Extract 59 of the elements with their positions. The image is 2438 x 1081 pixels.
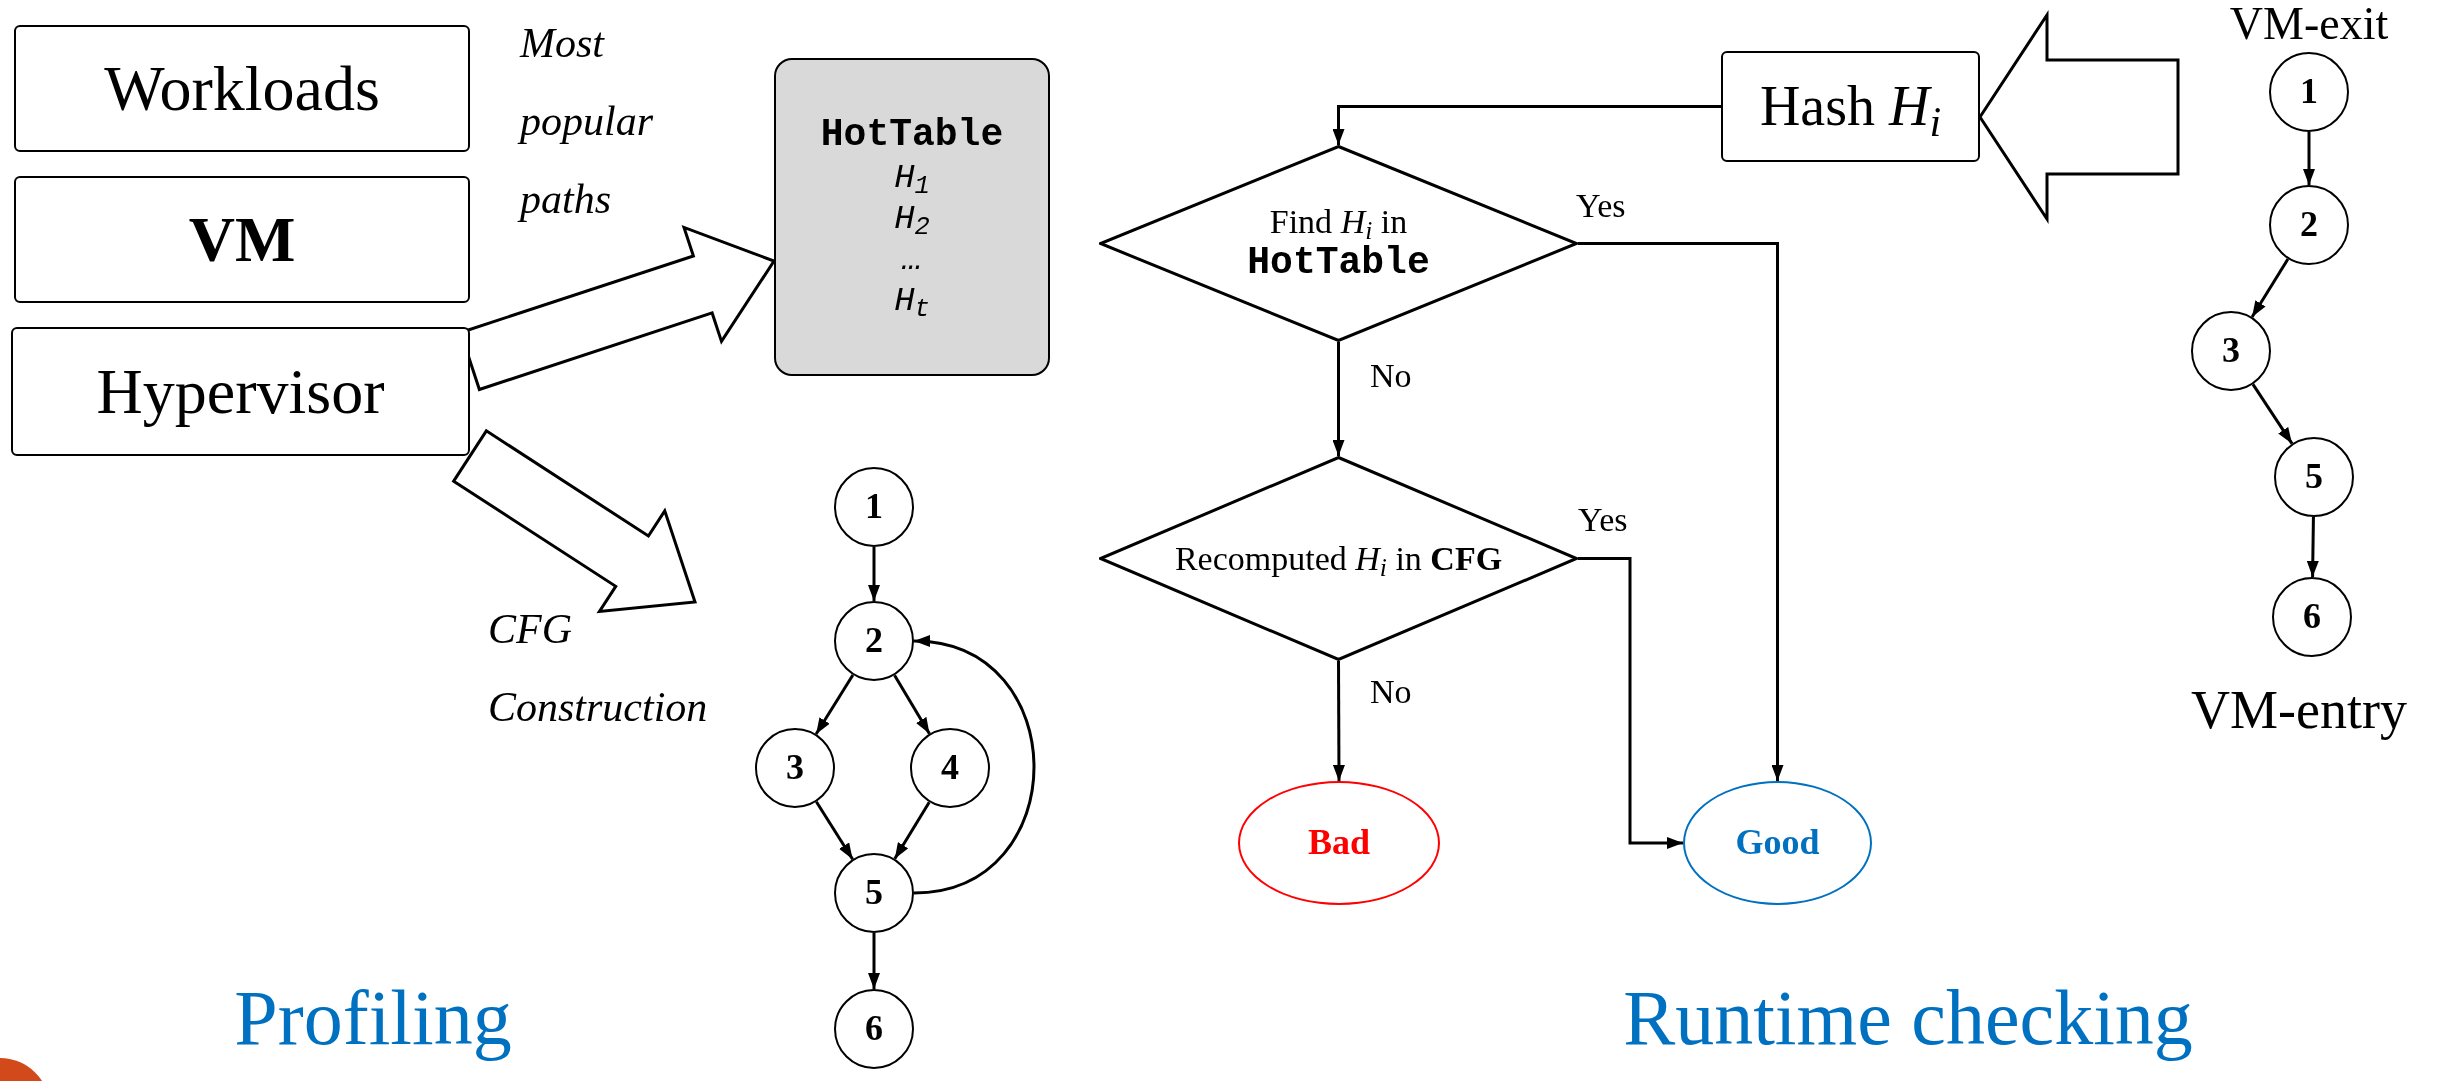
section-title: Runtime checking — [1623, 974, 2193, 1061]
arrow — [1332, 105, 1721, 145]
node-text: H$_{t}$ — [894, 281, 930, 322]
section-title: Profiling — [234, 974, 512, 1061]
node-text: H$_{1}$ — [894, 158, 930, 198]
node-text: 4 — [941, 747, 959, 789]
block-arrow — [451, 428, 697, 614]
edge-label: Yes — [1578, 501, 1628, 538]
node-text: 6 — [865, 1008, 883, 1050]
node-text: HotTable — [1247, 241, 1430, 285]
node-text: 3 — [786, 747, 804, 789]
node-text: 5 — [865, 872, 883, 914]
node-text: VM — [188, 202, 296, 277]
node-text: Hash H$_{i}$ — [1759, 74, 1942, 139]
block-arrow — [1978, 10, 2180, 224]
process-box — [11, 327, 470, 456]
arrow — [815, 801, 854, 860]
node-text: Good — [1735, 822, 1820, 864]
arrow — [2306, 516, 2319, 578]
node-text: … — [901, 240, 923, 280]
process-box — [14, 176, 470, 303]
node-text: 5 — [2305, 456, 2323, 498]
decision-diamond — [1099, 145, 1578, 342]
node-text: 2 — [865, 620, 883, 662]
node-text: Hypervisor — [96, 354, 385, 429]
node-text: 6 — [2303, 596, 2321, 638]
graph-caption: VM-exit — [2229, 0, 2389, 49]
arrow — [893, 674, 931, 735]
arrow — [2250, 258, 2290, 318]
arrow — [868, 547, 880, 601]
node-text: Bad — [1307, 822, 1370, 864]
node-text: 1 — [865, 486, 883, 528]
edge-label: No — [1370, 357, 1412, 394]
process-box — [14, 25, 470, 152]
arrow — [1578, 557, 1683, 849]
node-text: H$_{2}$ — [894, 199, 930, 239]
arrow — [1578, 242, 1784, 781]
arrow — [913, 637, 1036, 895]
process-box — [1721, 51, 1980, 162]
node-text: Find H$_{i}$ in — [1269, 202, 1408, 242]
arrow — [1332, 661, 1345, 781]
decision-diamond — [1099, 456, 1578, 661]
edge-label: No — [1370, 673, 1412, 710]
node-text: 2 — [2300, 204, 2318, 246]
node-text: Recomputed H$_{i}$ in CFG — [1174, 538, 1503, 579]
arrow — [2303, 132, 2315, 185]
arrow — [814, 674, 855, 735]
node-text: Workloads — [104, 51, 380, 126]
arrow — [2251, 383, 2294, 445]
arrow — [893, 801, 931, 860]
graph-caption: VM-entry — [2191, 680, 2407, 740]
edge-label: CFG Construction — [488, 606, 708, 730]
table-box — [774, 58, 1050, 376]
node-text: HotTable — [820, 112, 1004, 157]
edge-label: Yes — [1576, 187, 1626, 224]
arrow — [868, 933, 880, 989]
node-text: 3 — [2222, 330, 2240, 372]
node-text: 1 — [2300, 71, 2318, 113]
arrow — [1332, 342, 1345, 456]
